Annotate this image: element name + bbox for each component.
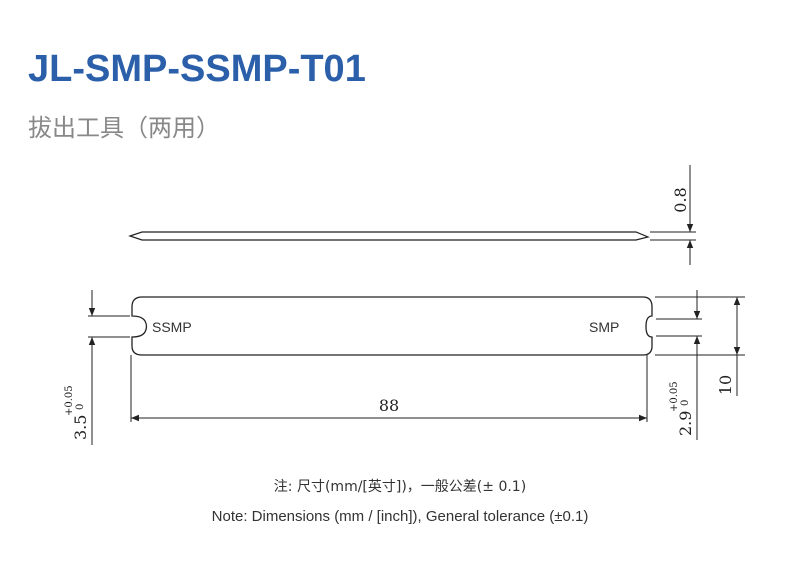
- page-subtitle: 拔出工具（两用）: [28, 114, 220, 142]
- side-profile: [128, 231, 650, 241]
- dim-right-tol-upper: +0.05: [669, 381, 680, 412]
- dim-left-notch: 3.5: [71, 415, 90, 440]
- dim-right-notch: 2.9: [676, 411, 695, 436]
- plate-outline: [131, 296, 653, 356]
- label-ssmp: SSMP: [152, 319, 192, 335]
- dim-thickness: 0.8: [671, 187, 690, 212]
- note-english: Note: Dimensions (mm / [inch]), General …: [211, 508, 589, 525]
- label-smp: SMP: [589, 319, 619, 335]
- note-chinese: 注: 尺寸(mm/[英寸])，一般公差(± 0.1): [273, 479, 527, 495]
- dim-right-tol-lower: 0: [680, 400, 691, 406]
- dim-left-tol-lower: 0: [75, 404, 86, 410]
- dim-left-tol-upper: +0.05: [64, 385, 75, 416]
- page-title: JL-SMP-SSMP-T01: [28, 48, 366, 90]
- dim-width: 10: [716, 375, 735, 395]
- dim-length: 88: [379, 396, 399, 415]
